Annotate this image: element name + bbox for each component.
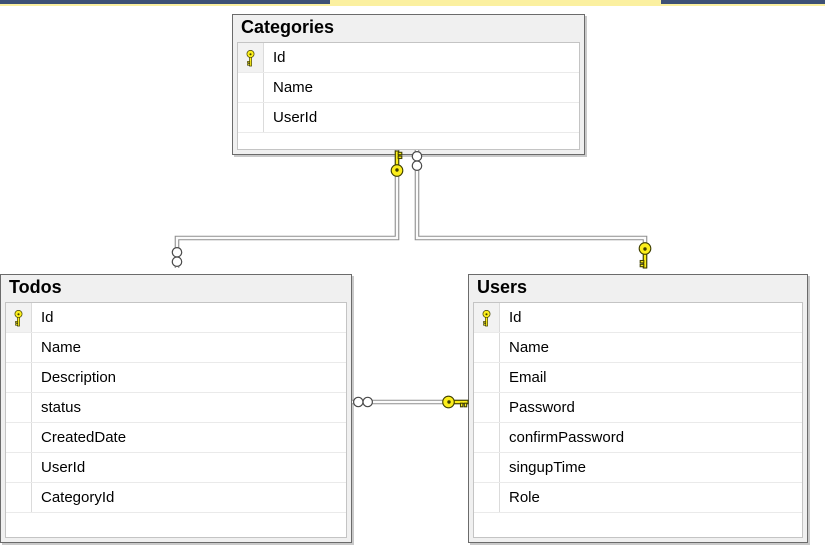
column-name: Name [273, 79, 314, 96]
row-icon-cell [6, 393, 32, 422]
relationship-users-todos[interactable] [352, 395, 469, 409]
column-row[interactable]: Id [238, 43, 579, 73]
row-icon-cell [6, 453, 32, 482]
column-row[interactable]: confirmPassword [474, 423, 802, 453]
column-name: CategoryId [41, 489, 115, 506]
row-icon-cell [474, 423, 500, 452]
column-name: Name [509, 339, 550, 356]
table-title[interactable]: Users [477, 277, 528, 297]
primary-key-cell [238, 43, 264, 72]
primary-key-icon [482, 309, 491, 326]
primary-key-icon [246, 49, 255, 66]
column-name: UserId [273, 109, 318, 126]
row-icon-cell [474, 483, 500, 512]
top-edge-strip [0, 0, 825, 6]
top-strip-navy-left [0, 0, 330, 4]
column-name: Id [41, 309, 54, 326]
column-name: Role [509, 489, 540, 506]
column-row[interactable]: Description [6, 363, 346, 393]
column-row[interactable]: Id [474, 303, 802, 333]
row-icon-cell [474, 453, 500, 482]
column-row[interactable]: UserId [6, 453, 346, 483]
column-row[interactable]: Name [474, 333, 802, 363]
column-row[interactable]: CategoryId [6, 483, 346, 513]
row-icon-cell [238, 103, 264, 132]
row-icon-cell [474, 363, 500, 392]
row-icon-cell [6, 483, 32, 512]
column-name: Name [41, 339, 82, 356]
row-icon-cell [6, 333, 32, 362]
column-row[interactable]: status [6, 393, 346, 423]
relationship-users-categories[interactable] [411, 150, 652, 269]
column-name: Email [509, 369, 547, 386]
column-name: CreatedDate [41, 429, 127, 446]
column-row[interactable]: Id [6, 303, 346, 333]
column-row[interactable]: Email [474, 363, 802, 393]
column-row[interactable]: UserId [238, 103, 579, 133]
row-icon-cell [474, 333, 500, 362]
row-icon-cell [238, 73, 264, 102]
column-name: Password [509, 399, 575, 416]
column-row[interactable]: Name [6, 333, 346, 363]
table-title[interactable]: Todos [9, 277, 62, 297]
column-name: Id [273, 49, 286, 66]
primary-key-icon [14, 309, 23, 326]
column-row[interactable]: Role [474, 483, 802, 513]
column-name: status [41, 399, 82, 416]
relationship-categories-todos[interactable] [171, 150, 404, 268]
column-name: Id [509, 309, 522, 326]
column-name: Description [41, 369, 117, 386]
table-title[interactable]: Categories [241, 17, 335, 37]
column-row[interactable]: CreatedDate [6, 423, 346, 453]
column-name: confirmPassword [509, 429, 625, 446]
primary-key-cell [474, 303, 500, 332]
column-name: singupTime [509, 459, 586, 476]
row-icon-cell [6, 423, 32, 452]
row-icon-cell [6, 363, 32, 392]
column-row[interactable]: Password [474, 393, 802, 423]
top-strip-navy-right [661, 0, 825, 4]
primary-key-cell [6, 303, 32, 332]
row-icon-cell [474, 393, 500, 422]
column-row[interactable]: Name [238, 73, 579, 103]
column-row[interactable]: singupTime [474, 453, 802, 483]
column-name: UserId [41, 459, 86, 476]
